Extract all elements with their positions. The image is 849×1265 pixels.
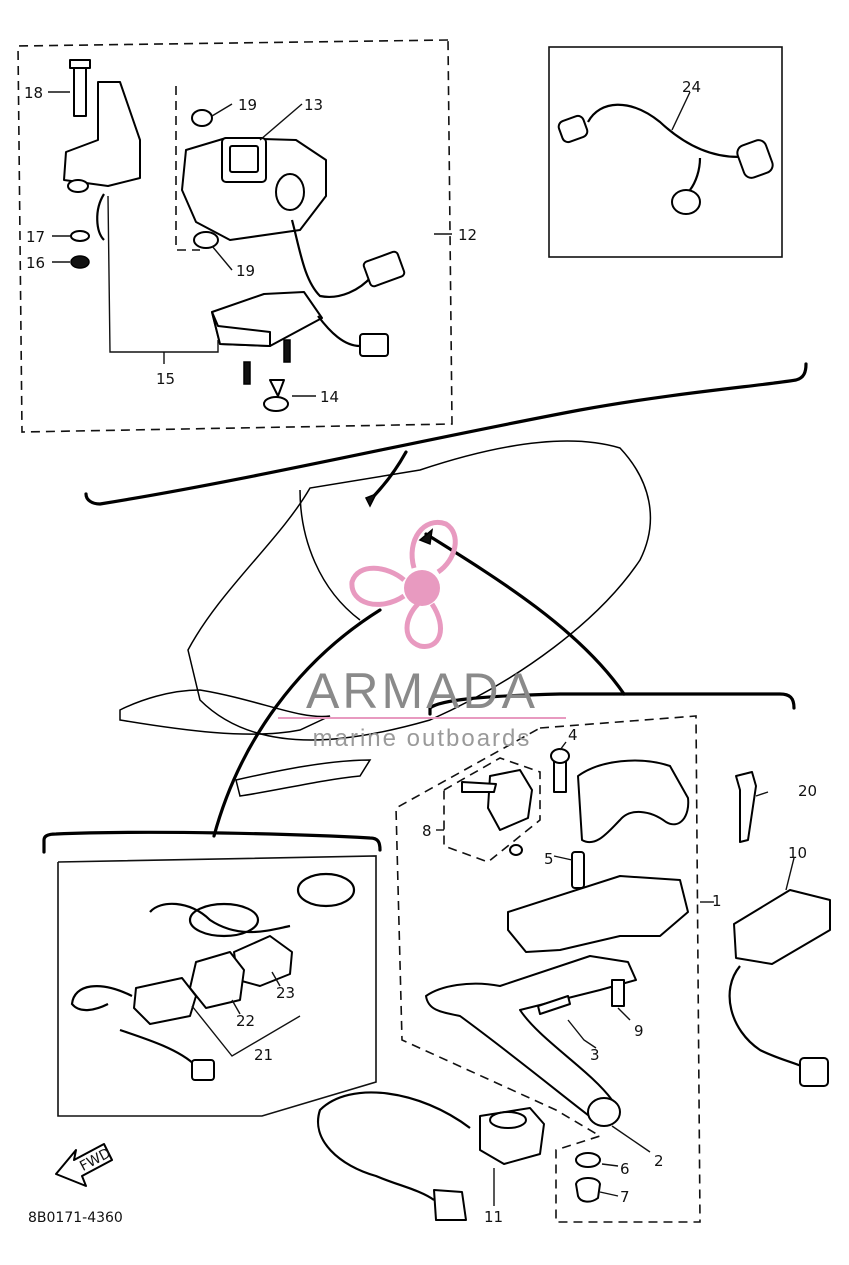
wire-harness-box [548,46,783,258]
callout-11: 11 [484,1208,503,1226]
part-code: 8B0171-4360 [28,1210,123,1226]
callout-14: 14 [320,388,339,406]
watermark-title: ARMADA [306,663,538,719]
callout-21: 21 [254,1046,273,1064]
callout-18: 18 [24,84,43,102]
callout-3: 3 [590,1046,600,1064]
throttle-lever-group [317,715,831,1223]
callout-10: 10 [788,844,807,862]
snowmobile-outline [42,362,808,854]
callout-labels: 1 2 3 4 5 6 7 8 9 10 11 12 13 14 15 16 1… [24,78,817,1226]
callout-15: 15 [156,370,175,388]
fwd-arrow-icon: FWD [55,1143,114,1187]
callout-16: 16 [26,254,45,272]
callout-17: 17 [26,228,45,246]
callout-6: 6 [620,1160,630,1178]
callout-5: 5 [544,850,554,868]
callout-2: 2 [654,1152,664,1170]
armada-logo-icon [349,520,458,649]
callout-23: 23 [276,984,295,1002]
callout-12: 12 [458,226,477,244]
callout-20: 20 [798,782,817,800]
callout-24: 24 [682,78,701,96]
main-switch-box [57,855,377,1117]
callout-19-bottom: 19 [236,262,255,280]
callout-8: 8 [422,822,432,840]
ignition-coil-group [17,39,453,433]
callout-7: 7 [620,1188,630,1206]
callout-13: 13 [304,96,323,114]
callout-19-top: 19 [238,96,257,114]
callout-1: 1 [712,892,722,910]
callout-4: 4 [568,726,578,744]
watermark-subtitle: marine outboards [313,725,532,752]
callout-9: 9 [634,1022,644,1040]
callout-22: 22 [236,1012,255,1030]
